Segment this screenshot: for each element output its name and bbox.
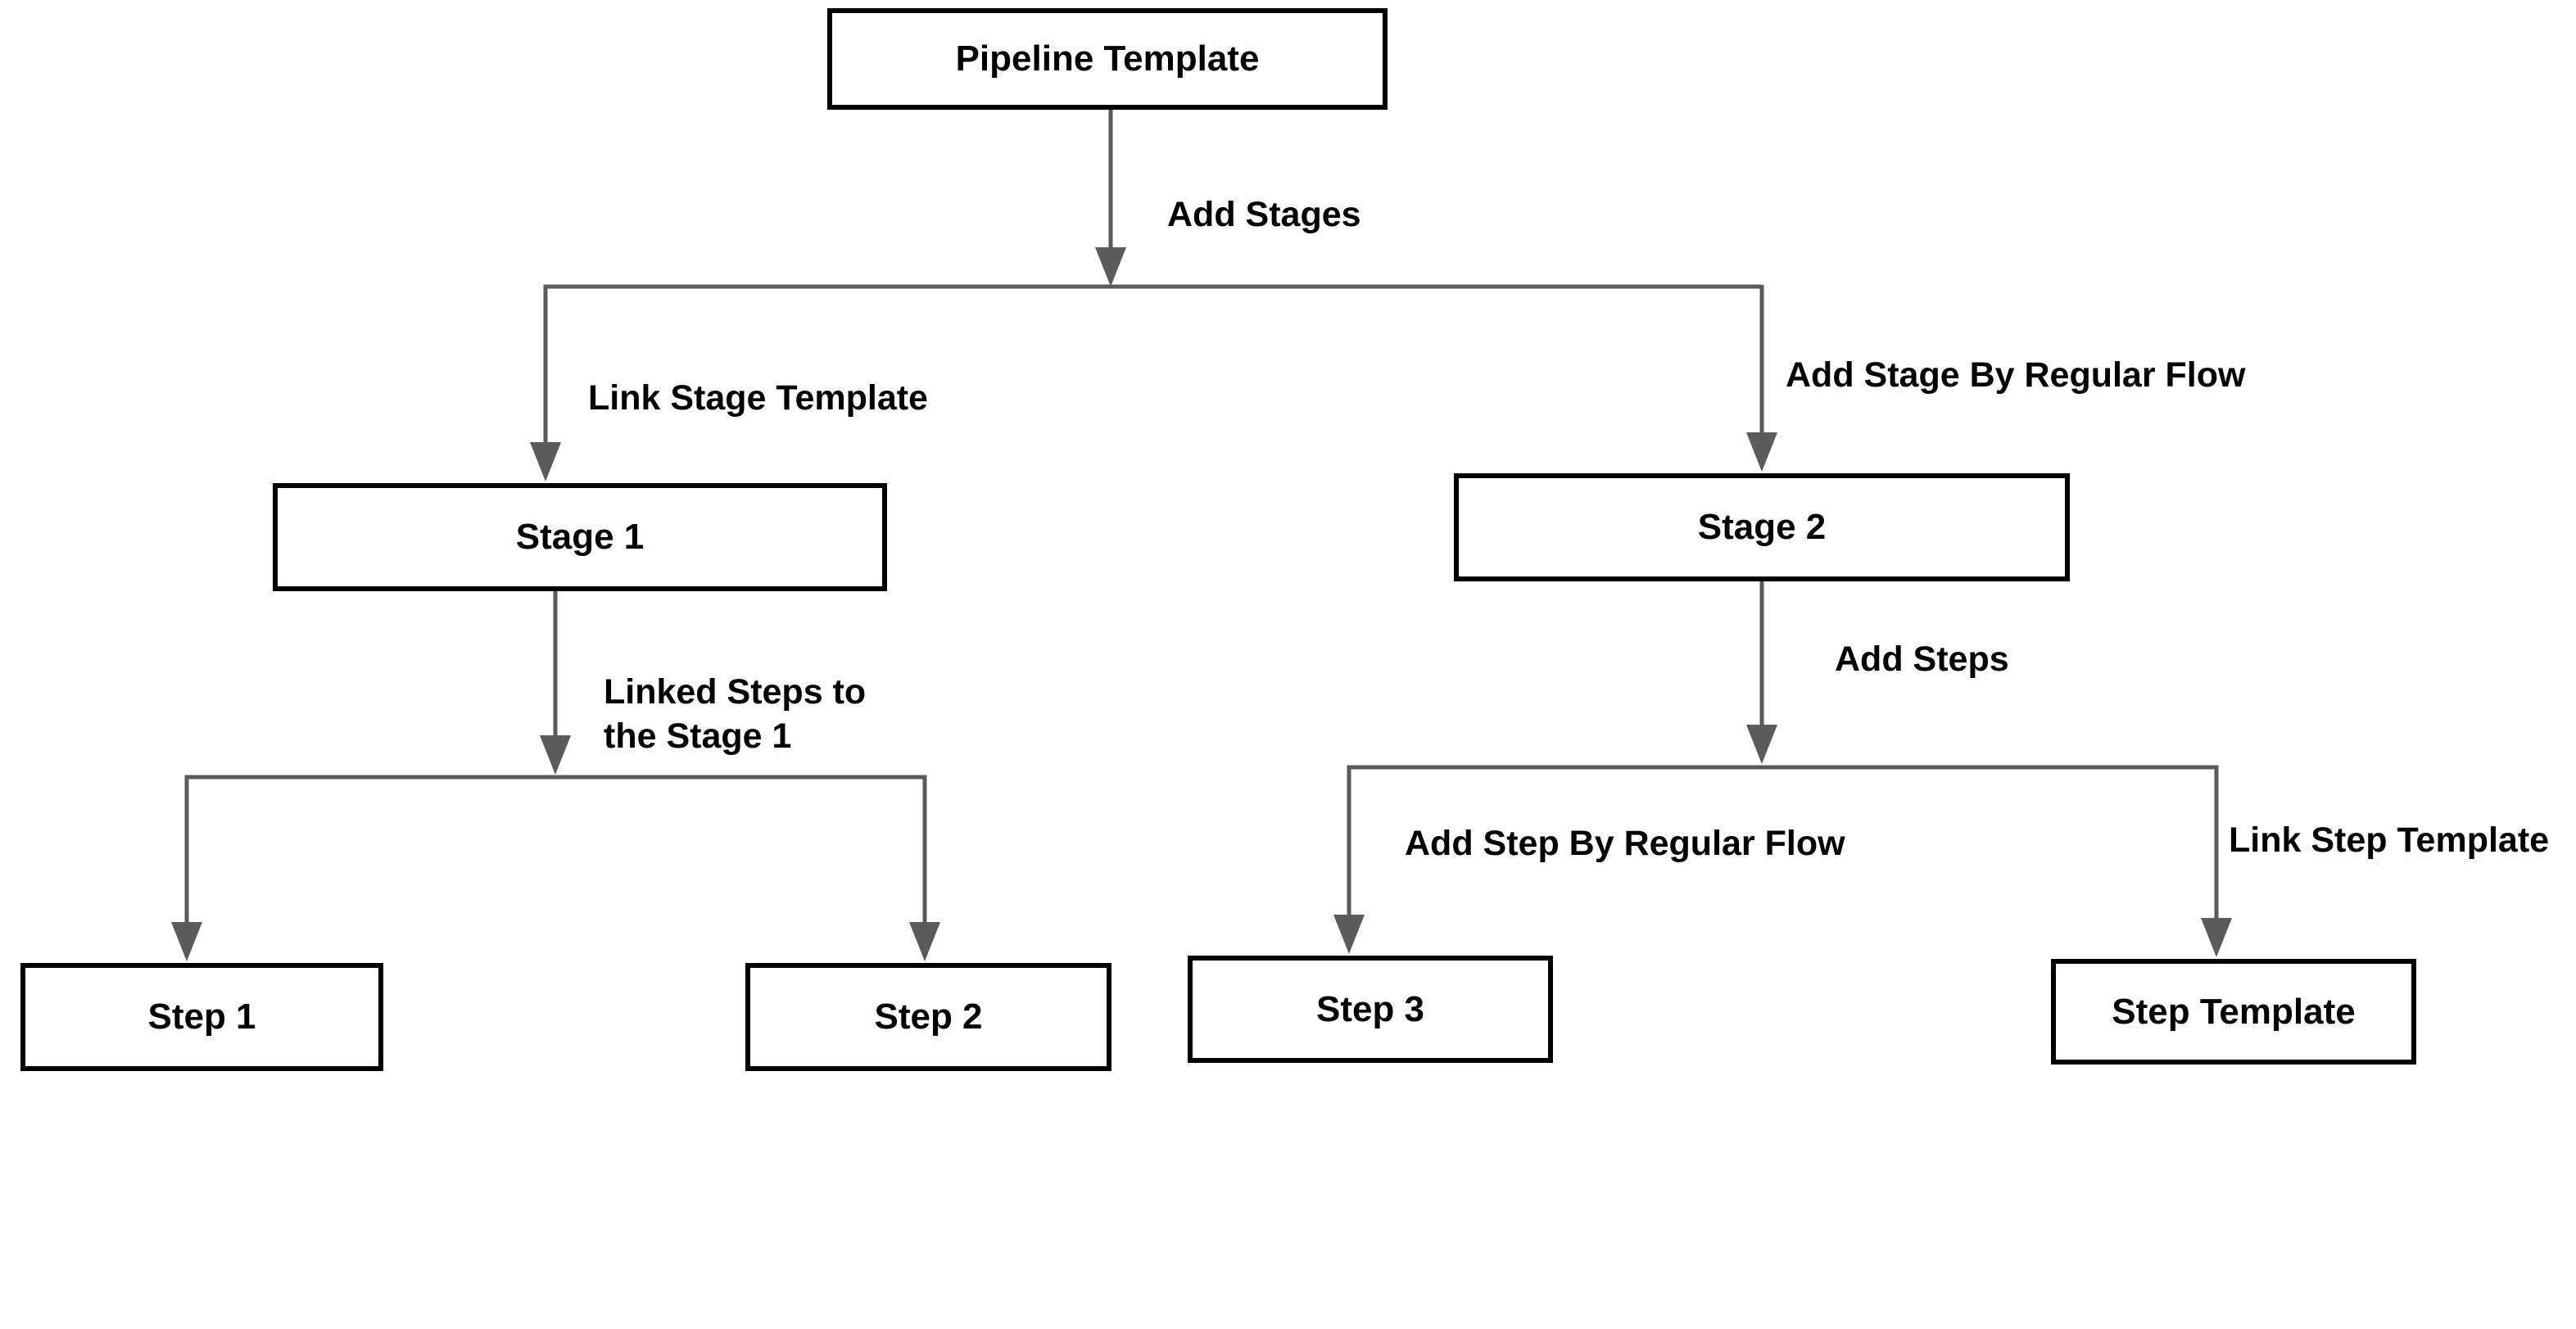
arrowhead <box>2201 918 2232 957</box>
edge-label-add-step-by-regular-flow: Add Step By Regular Flow <box>1405 824 1845 863</box>
arrowhead <box>171 922 202 961</box>
edge-label-line: Linked Steps to <box>604 672 867 712</box>
arrowhead <box>1333 915 1365 954</box>
edge-label-link-step-template: Link Step Template <box>2229 820 2550 860</box>
arrowhead <box>909 922 940 961</box>
arrowhead <box>1746 725 1777 764</box>
edge-top-junction <box>543 284 1762 442</box>
node-pipeline-template: Pipeline Template <box>827 8 1388 110</box>
edge-stage2-junction <box>1347 765 2219 918</box>
node-step-2: Step 2 <box>745 963 1111 1071</box>
node-step-template: Step Template <box>2051 959 2416 1065</box>
edge-label-linked-steps-to-stage-1: Linked Steps to the Stage 1 <box>604 670 866 758</box>
edge-label-line: the Stage 1 <box>604 716 792 756</box>
node-step-1: Step 1 <box>20 963 383 1071</box>
edge-label-add-stage-by-regular-flow: Add Stage By Regular Flow <box>1786 355 2246 395</box>
arrowhead <box>1746 432 1777 472</box>
arrowhead <box>540 735 571 775</box>
node-step-3: Step 3 <box>1188 956 1553 1063</box>
node-stage-1: Stage 1 <box>273 483 887 591</box>
edge-label-add-stages: Add Stages <box>1167 195 1361 234</box>
arrowhead <box>1095 247 1126 287</box>
node-stage-2: Stage 2 <box>1454 473 2070 581</box>
arrowhead <box>530 442 561 481</box>
edge-label-link-stage-template: Link Stage Template <box>588 378 928 418</box>
edge-stage1-junction <box>184 775 927 922</box>
edge-label-add-steps: Add Steps <box>1835 640 2009 679</box>
